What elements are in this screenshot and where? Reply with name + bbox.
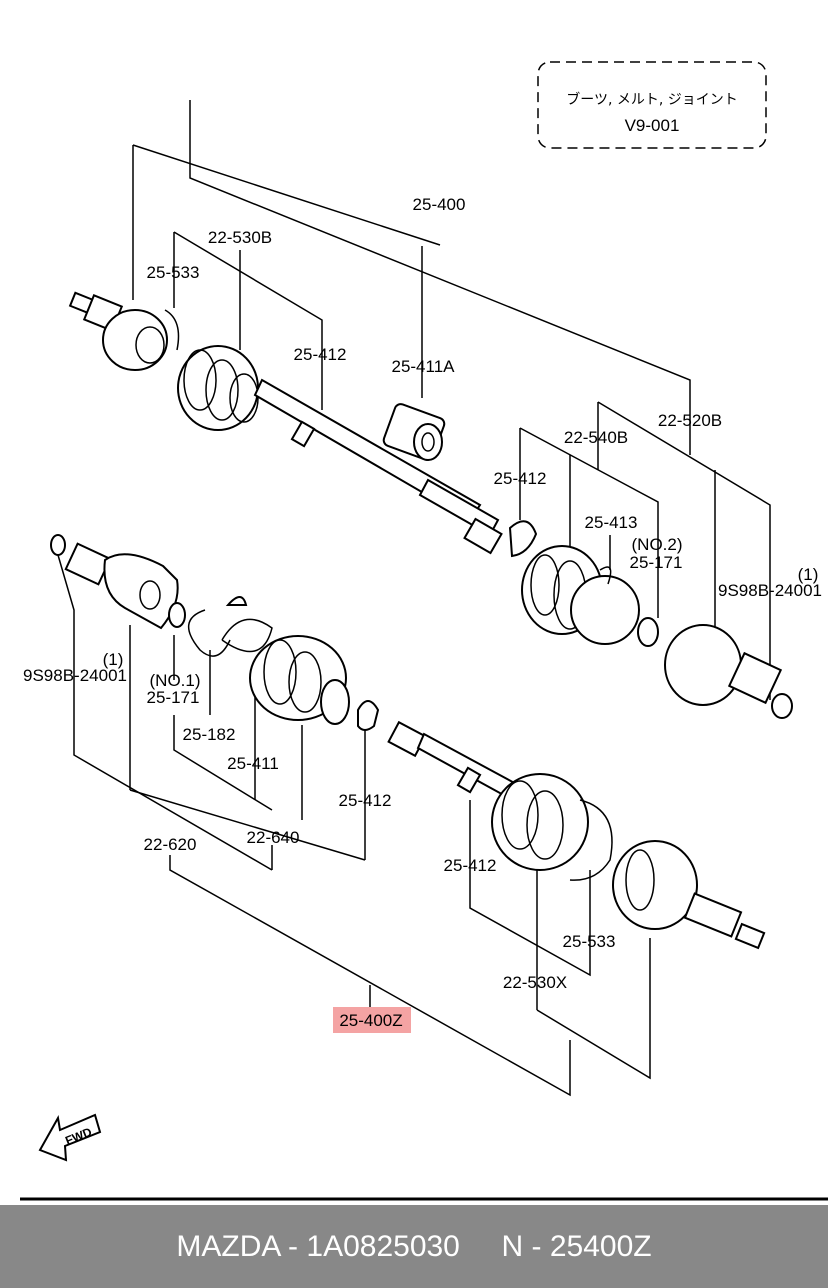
label-snap-ring-left-qty: (1) bbox=[103, 650, 124, 669]
label-band-lower-2[interactable]: 25-412 bbox=[444, 856, 497, 875]
label-joint-kit[interactable]: 22-620 bbox=[144, 835, 197, 854]
label-boot-kit-upper-outer[interactable]: 22-530B bbox=[208, 228, 272, 247]
lower-leaders bbox=[57, 554, 651, 1097]
group-note-japanese: ブーツ, メルト, ジョイント bbox=[566, 91, 738, 108]
label-boot-kit-upper-inner[interactable]: 22-540B bbox=[564, 428, 628, 447]
label-clip-no2[interactable]: 25-171 bbox=[630, 553, 683, 572]
part-labels: 25-400 22-530B 25-533 25-412 25-411A 22-… bbox=[23, 195, 822, 1030]
label-damper[interactable]: 25-411A bbox=[391, 357, 455, 376]
label-snap-ring-left[interactable]: 9S98B-24001 bbox=[23, 666, 127, 685]
label-snap-ring-right[interactable]: 9S98B-24001 bbox=[718, 581, 822, 600]
label-boot-lower-outer[interactable]: 25-533 bbox=[563, 932, 616, 951]
group-note-code: V9-001 bbox=[625, 116, 680, 135]
label-band-upper-3[interactable]: 25-413 bbox=[585, 513, 638, 532]
label-boot-kit-lower-inner[interactable]: 22-640 bbox=[247, 828, 300, 847]
label-clip-no2-tag: (NO.2) bbox=[632, 535, 683, 554]
label-band-upper-1[interactable]: 25-412 bbox=[294, 345, 347, 364]
footer-part-number: MAZDA - 1A0825030 N - 25400Z bbox=[176, 1230, 652, 1263]
label-band-upper-2[interactable]: 25-412 bbox=[494, 469, 547, 488]
label-boot-kit-lower-outer[interactable]: 22-530X bbox=[503, 973, 567, 992]
fwd-arrow: FWD bbox=[38, 1113, 102, 1162]
upper-leaders bbox=[132, 100, 771, 700]
label-clip-no1[interactable]: 25-171 bbox=[147, 688, 200, 707]
label-band-lower-1[interactable]: 25-412 bbox=[339, 791, 392, 810]
upper-shaft bbox=[68, 291, 503, 555]
label-boot-lower-inner[interactable]: 25-411 bbox=[227, 754, 279, 773]
label-boot-kit-upper-inner-assy[interactable]: 22-520B bbox=[658, 411, 722, 430]
label-assy-lower-highlight[interactable]: 25-400Z bbox=[339, 1011, 402, 1030]
upper-inner-boot bbox=[508, 520, 793, 719]
footer-bar bbox=[0, 1205, 828, 1288]
label-ring[interactable]: 25-182 bbox=[183, 725, 236, 744]
parts-diagram: ブーツ, メルト, ジョイント V9-001 bbox=[20, 61, 828, 1201]
label-snap-ring-right-qty: (1) bbox=[798, 565, 819, 584]
label-assy-upper[interactable]: 25-400 bbox=[413, 195, 466, 214]
highlight-box bbox=[333, 1007, 411, 1033]
lower-shaft bbox=[50, 534, 766, 950]
label-boot-upper-outer[interactable]: 25-533 bbox=[147, 263, 200, 282]
group-note-box: ブーツ, メルト, ジョイント V9-001 bbox=[537, 61, 767, 149]
label-clip-no1-tag: (NO.1) bbox=[150, 671, 201, 690]
